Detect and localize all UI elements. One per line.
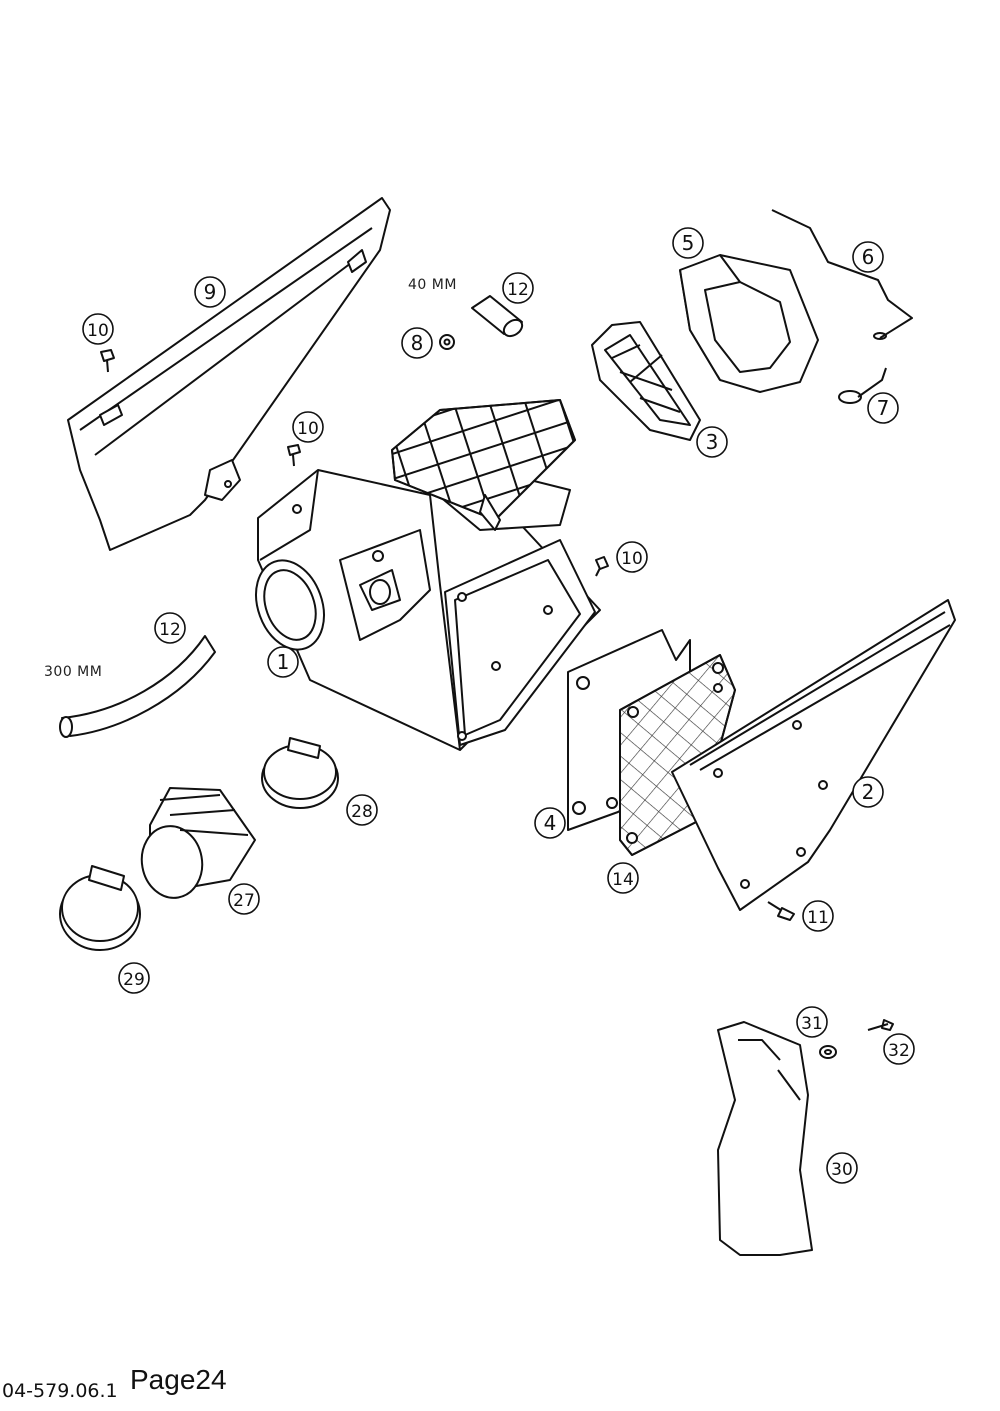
callout-11: 11 (802, 900, 834, 932)
callout-14: 14 (607, 862, 639, 894)
callout-label: 5 (682, 231, 695, 255)
callout-label: 29 (123, 970, 145, 990)
callout-3: 3 (696, 426, 728, 458)
pin-7 (838, 367, 887, 404)
callout-label: 14 (612, 870, 634, 890)
callout-label: 10 (87, 321, 109, 341)
callout-label: 10 (621, 549, 643, 569)
callout-8: 8 (401, 327, 433, 359)
callout-label: 7 (877, 396, 890, 420)
callout-label: 12 (159, 620, 181, 640)
callout-2: 2 (852, 776, 884, 808)
screw-10-right (595, 556, 609, 577)
callout-9: 9 (194, 276, 226, 308)
washer-31 (819, 1045, 837, 1059)
callout-6: 6 (852, 241, 884, 273)
callout-4: 4 (534, 807, 566, 839)
callout-label: 12 (507, 280, 529, 300)
wire-clip (771, 209, 913, 340)
callout-30: 30 (826, 1152, 858, 1184)
callout-label: 6 (862, 245, 875, 269)
callout-12: 12 (154, 612, 186, 644)
foam-filter-ring (679, 254, 819, 393)
hose-300mm (59, 635, 216, 738)
callout-label: 31 (801, 1014, 823, 1034)
hose-clamp-28 (261, 737, 339, 809)
screw-11 (767, 901, 795, 921)
long-hose-length-label: 300 MM (44, 664, 103, 680)
callout-1: 1 (267, 646, 299, 678)
callout-28: 28 (346, 794, 378, 826)
callout-label: 30 (831, 1160, 853, 1180)
callout-label: 4 (544, 811, 557, 835)
callout-10: 10 (616, 541, 648, 573)
callout-7: 7 (867, 392, 899, 424)
callout-label: 10 (297, 419, 319, 439)
callout-label: 11 (807, 908, 829, 928)
callout-29: 29 (118, 962, 150, 994)
callout-label: 32 (888, 1041, 910, 1061)
hose-40mm (471, 295, 524, 338)
side-panel-right (671, 599, 956, 911)
air-filter-element (391, 399, 576, 531)
page-number: Page24 (130, 1364, 227, 1395)
callout-32: 32 (883, 1033, 915, 1065)
callout-12: 12 (502, 272, 534, 304)
callout-label: 8 (411, 331, 424, 355)
callout-5: 5 (672, 227, 704, 259)
drawing-code: 04-579.06.1 (2, 1380, 118, 1402)
mud-guard (717, 1021, 813, 1256)
callout-label: 27 (233, 891, 255, 911)
filter-cage (591, 321, 701, 441)
screw-10-top-left (100, 349, 115, 373)
callout-label: 1 (277, 650, 290, 674)
callout-label: 9 (204, 280, 217, 304)
air-box (255, 464, 601, 751)
hose-clamp-29 (59, 865, 141, 951)
screw-10-mid (287, 444, 301, 467)
intake-boot (140, 787, 256, 899)
short-hose-length-label: 40 MM (408, 277, 457, 293)
callout-27: 27 (228, 883, 260, 915)
callout-10: 10 (82, 313, 114, 345)
callout-10: 10 (292, 411, 324, 443)
callout-label: 3 (706, 430, 719, 454)
side-panel-left (67, 197, 391, 551)
callout-label: 2 (862, 780, 875, 804)
callout-label: 28 (351, 802, 373, 822)
nut-8 (439, 334, 455, 350)
screw-32 (867, 1019, 894, 1031)
callout-31: 31 (796, 1006, 828, 1038)
